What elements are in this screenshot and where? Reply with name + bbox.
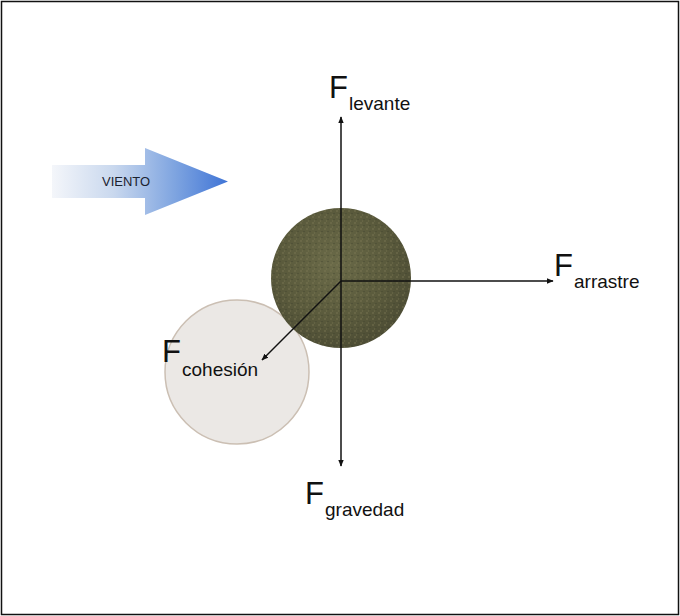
force-symbol: F (305, 478, 324, 509)
wind-label: VIENTO (102, 175, 150, 188)
gravity-arrow (340, 281, 342, 466)
wind-arrow-body (52, 148, 228, 215)
force-symbol: F (554, 250, 573, 281)
drag-arrow (341, 280, 553, 282)
cohesion-arrow (262, 281, 341, 360)
force-symbol: F (329, 72, 348, 103)
force-symbol: F (162, 336, 181, 367)
wind-arrow: VIENTO (52, 148, 228, 215)
lift-arrow (340, 117, 342, 281)
force-subscript: arrastre (574, 272, 639, 291)
force-subscript: gravedad (325, 500, 404, 519)
force-subscript: levante (349, 94, 410, 113)
force-subscript: cohesión (182, 360, 258, 379)
